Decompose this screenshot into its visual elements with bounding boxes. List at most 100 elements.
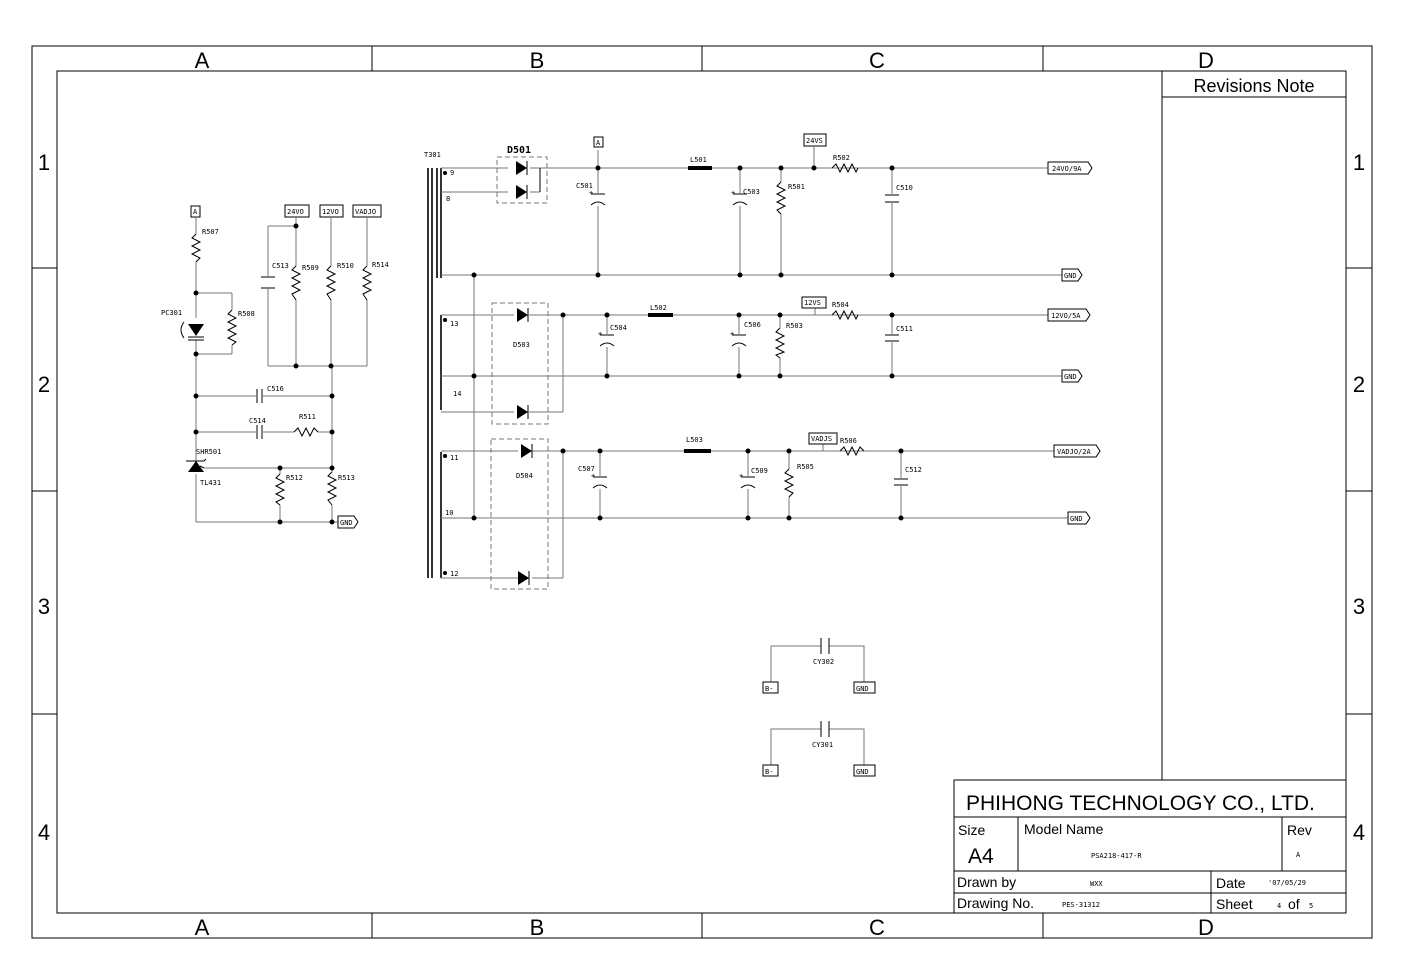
zone-col-a-bottom: A <box>195 915 210 940</box>
port-vadjo-2a <box>1053 444 1101 458</box>
d503-label: D503 <box>513 341 530 349</box>
rev-value: A <box>1296 851 1301 859</box>
channel-24v-wiring <box>441 147 1062 518</box>
capacitor-c514 <box>256 425 263 439</box>
sheet-total: 5 <box>1309 902 1313 910</box>
model-name-label: Model Name <box>1024 821 1104 837</box>
capacitor-c506: + <box>730 330 747 347</box>
port-24vo-9a-label: 24VO/9A <box>1052 165 1082 173</box>
c506-label: C506 <box>744 321 761 329</box>
revisions-column <box>1161 71 1346 780</box>
ycap-cy302 <box>770 638 865 682</box>
sheet-number: 4 <box>1277 902 1281 910</box>
zone-row-4-right: 4 <box>1353 820 1365 845</box>
c501-label: C501 <box>576 182 593 190</box>
port-gnd-feedback <box>337 515 359 529</box>
net-12vs-label: 12VS <box>804 299 821 307</box>
r513-label: R513 <box>338 474 355 482</box>
zone-col-c-top: C <box>869 48 885 73</box>
c510-label: C510 <box>896 184 913 192</box>
r514-label: R514 <box>372 261 389 269</box>
drawing-no-value: PES-31312 <box>1062 901 1100 909</box>
revisions-title: Revisions Note <box>1193 76 1314 96</box>
r503-label: R503 <box>786 322 803 330</box>
l501-label: L501 <box>690 156 707 164</box>
zone-col-b-bottom: B <box>530 915 545 940</box>
size-label: Size <box>958 822 985 838</box>
net-vadjs-label: VADJS <box>811 435 832 443</box>
zone-row-4-left: 4 <box>38 820 50 845</box>
r508-label: R508 <box>238 310 255 318</box>
net-gnd-flag-cy301 <box>853 764 876 777</box>
feedback-wiring <box>193 218 368 525</box>
r501-label: R501 <box>788 183 805 191</box>
resistor-r510 <box>325 265 337 301</box>
capacitor-c513 <box>261 276 275 289</box>
net-gnd-label-cy302: GND <box>856 685 869 693</box>
port-24vo-9a <box>1047 161 1093 175</box>
resistor-r505 <box>783 468 795 498</box>
drawing-no-label: Drawing No. <box>957 895 1034 911</box>
port-gnd-12v-label: GND <box>1064 373 1077 381</box>
net-24vs-label: 24VS <box>806 137 823 145</box>
d501-label: D501 <box>507 145 531 156</box>
d504-label: D504 <box>516 472 533 480</box>
cy301-label: CY301 <box>812 741 833 749</box>
svg-text:+: + <box>598 330 602 338</box>
resistor-r501 <box>775 181 787 215</box>
date-label: Date <box>1216 875 1246 891</box>
transformer-t301 <box>427 168 447 578</box>
svg-text:+: + <box>730 330 734 338</box>
net-gnd-label-cy301: GND <box>856 768 869 776</box>
net-a-flag-feedback <box>190 205 201 218</box>
size-value: A4 <box>968 845 994 868</box>
diode-d503 <box>491 302 549 425</box>
r505-label: R505 <box>797 463 814 471</box>
c512-label: C512 <box>905 466 922 474</box>
resistor-r511 <box>293 426 319 438</box>
svg-text:+: + <box>589 189 593 197</box>
inductor-l503 <box>684 449 711 453</box>
c511-label: C511 <box>896 325 913 333</box>
l503-label: L503 <box>686 436 703 444</box>
resistor-r514 <box>361 265 373 301</box>
zone-row-3-left: 3 <box>38 594 50 619</box>
r511-label: R511 <box>299 413 316 421</box>
svg-text:+: + <box>731 189 735 197</box>
zone-col-a-top: A <box>195 48 210 73</box>
capacitor-c509: + <box>739 472 756 489</box>
pin-8: 8 <box>446 195 450 203</box>
capacitor-c507: + <box>591 472 608 489</box>
svg-text:+: + <box>591 472 595 480</box>
resistor-r509 <box>290 265 302 301</box>
resistor-r506 <box>839 445 865 457</box>
shr501-label: SHR501 <box>196 448 221 456</box>
port-gnd-24v-label: GND <box>1064 272 1077 280</box>
r510-label: R510 <box>337 262 354 270</box>
title-block <box>953 779 1347 914</box>
capacitor-c501: + <box>589 189 606 206</box>
capacitor-c504: + <box>598 330 615 347</box>
c507-label: C507 <box>578 465 595 473</box>
capacitor-c503: + <box>731 189 748 206</box>
pin-11: 11 <box>450 454 458 462</box>
c516-label: C516 <box>267 385 284 393</box>
r506-label: R506 <box>840 437 857 445</box>
date-value: '07/05/29 <box>1268 879 1306 887</box>
pin-9: 9 <box>450 169 454 177</box>
c504-label: C504 <box>610 324 627 332</box>
drawn-by-label: Drawn by <box>957 874 1016 890</box>
resistor-r502 <box>831 162 859 174</box>
resistor-r513 <box>326 471 338 506</box>
resistor-r504 <box>831 309 859 321</box>
port-gnd-24v <box>1061 268 1083 282</box>
net-a-label-24v: A <box>596 139 601 147</box>
net-a-flag-24v <box>593 136 604 148</box>
zone-row-1-left: 1 <box>38 150 50 175</box>
inductor-l502 <box>648 313 673 317</box>
zone-row-2-right: 2 <box>1353 372 1365 397</box>
net-b-minus-flag-2 <box>762 764 779 777</box>
diode-d501 <box>496 156 548 204</box>
capacitor-c516 <box>256 389 263 403</box>
zone-col-b-top: B <box>530 48 545 73</box>
